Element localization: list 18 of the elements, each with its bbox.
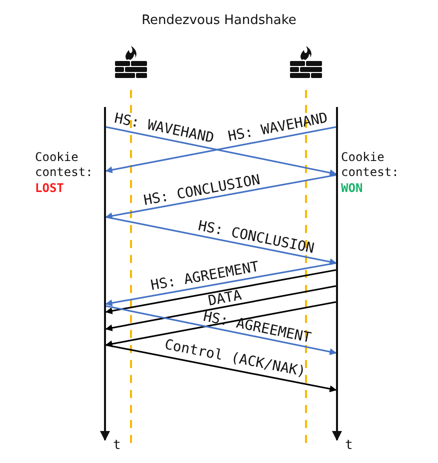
message-arrow — [106, 216, 337, 266]
side-note: Cookie contest: — [35, 150, 94, 180]
side-note: Cookie contest: — [341, 150, 400, 180]
message-arrow — [105, 269, 336, 314]
edge-label: HS: WAVEHAND — [112, 110, 216, 148]
result-label: LOST — [35, 181, 64, 196]
time-label: t — [345, 438, 353, 453]
result-label: WON — [341, 181, 363, 196]
diagram-title: Rendezvous Handshake — [140, 13, 298, 28]
edge-label: DATA — [206, 287, 243, 310]
edge-label: HS: WAVEHAND — [226, 110, 330, 146]
message-arrow — [106, 344, 337, 392]
message-arrow — [105, 262, 336, 306]
time-label: t — [113, 438, 121, 453]
message-arrow — [105, 174, 336, 220]
message-arrow — [105, 285, 336, 332]
message-arrow — [106, 305, 337, 356]
message-arrow — [105, 301, 336, 348]
